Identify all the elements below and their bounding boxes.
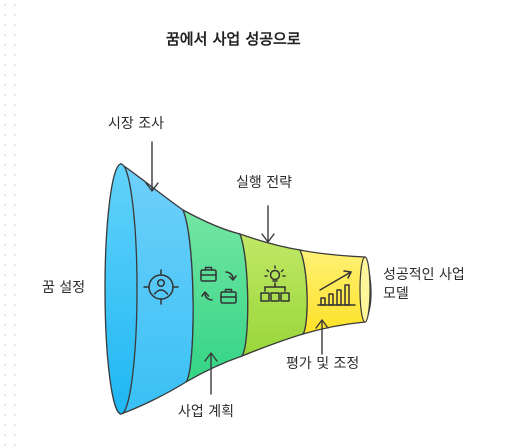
briefcase-swap-icon	[200, 266, 237, 304]
label-evaluation-adjustment: 평가 및 조정	[286, 356, 360, 372]
label-business-plan: 사업 계획	[178, 404, 234, 420]
funnel-mouth-rim	[104, 163, 138, 415]
target-person-icon	[143, 269, 179, 305]
funnel-exit	[359, 256, 371, 323]
funnel-segment-plan	[181, 208, 249, 383]
label-market-research: 시장 조사	[108, 116, 164, 132]
growth-chart-icon	[317, 270, 356, 306]
dot-grid-background	[0, 0, 22, 448]
label-success-line-1: 성공적인 사업	[383, 267, 465, 283]
diagram-title: 꿈에서 사업 성공으로	[166, 30, 301, 48]
arrow-market	[145, 141, 159, 192]
arrow-plan	[204, 352, 218, 395]
funnel-segment-execute	[238, 232, 308, 358]
label-success-line-2: 모델	[383, 286, 409, 302]
label-dream-setting: 꿈 설정	[42, 280, 86, 296]
label-execution-strategy: 실행 전략	[236, 175, 292, 191]
arrow-evaluate	[315, 319, 329, 355]
idea-hierarchy-icon	[260, 265, 290, 302]
arrow-execute	[261, 205, 275, 243]
